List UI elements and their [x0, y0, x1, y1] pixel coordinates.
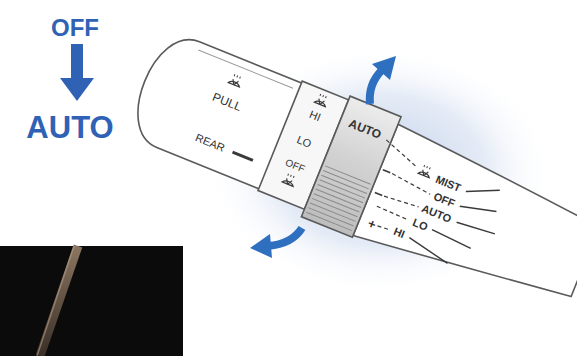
wiper-icon: [418, 164, 433, 178]
wiper-icon: [282, 173, 297, 187]
wiper-stalk: [120, 23, 577, 322]
ring-label: AUTO: [347, 117, 383, 141]
position-label: HI: [392, 226, 406, 240]
control-label: PULL: [211, 91, 243, 113]
position-label: LO: [296, 135, 314, 151]
cap-highlight: [198, 50, 293, 88]
rotate-arrow: [370, 56, 396, 104]
wiper-icon: [228, 73, 243, 87]
ring-ticks: [374, 170, 391, 196]
fan-lines: [406, 166, 511, 276]
fan-line: [466, 179, 500, 203]
front-ring: [301, 96, 401, 237]
dashed-leader: [355, 140, 443, 240]
position-label: OFF: [432, 191, 457, 209]
position-label: OFF: [284, 157, 306, 174]
fan-line: [431, 230, 472, 249]
control-label: REAR: [194, 132, 226, 154]
direction-arrow: [60, 44, 94, 101]
fan-line: [457, 219, 495, 237]
ring-mark: +: [366, 216, 378, 231]
mode-label: AUTO: [26, 112, 113, 143]
photo-fragment: [0, 246, 183, 356]
rear-bar: [233, 152, 253, 160]
fan-line: [460, 198, 497, 220]
mode-label: OFF: [51, 16, 99, 40]
wiper-icon: [314, 93, 329, 107]
position-label: LO: [411, 217, 429, 233]
rotate-arrow: [250, 228, 302, 258]
position-label: HI: [308, 109, 322, 123]
ring-ribs: [306, 166, 370, 231]
fan-line: [406, 238, 451, 264]
